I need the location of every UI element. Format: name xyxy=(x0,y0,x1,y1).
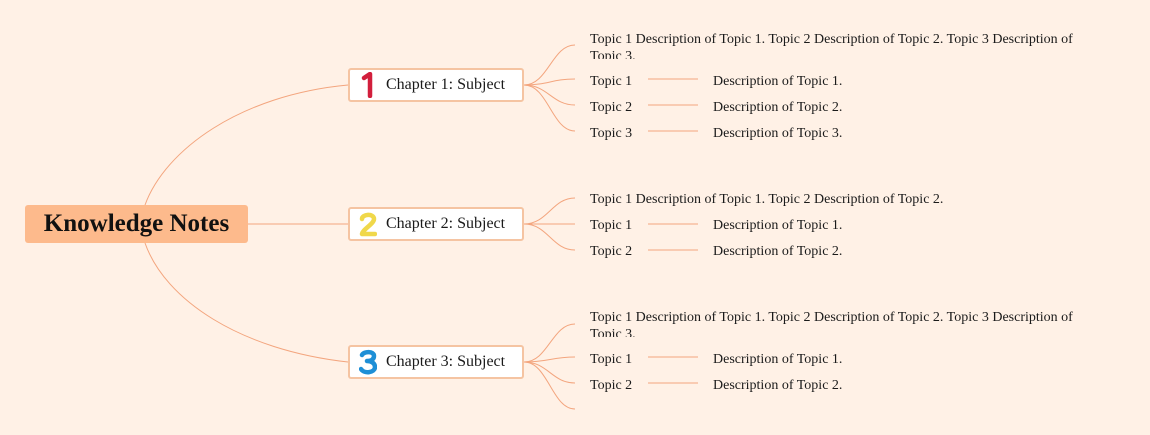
chapter-1-summary[interactable]: Topic 1 Description of Topic 1. Topic 2 … xyxy=(590,32,1073,59)
chapter-1-topic-1[interactable]: Topic 1 xyxy=(590,74,633,89)
root-to-chapter-1-line xyxy=(144,84,349,206)
chapter-3-branch-empty xyxy=(523,361,576,410)
chapter-1-topic-1-description[interactable]: Description of Topic 1. xyxy=(713,74,843,89)
chapter-1-topic-3-description[interactable]: Description of Topic 3. xyxy=(713,126,843,141)
number-3-icon xyxy=(350,349,386,375)
chapter-3-branch-topic-2 xyxy=(523,361,576,384)
chapter-label: Chapter 2: Subject xyxy=(386,215,506,232)
chapter-node-2[interactable]: Chapter 2: Subject xyxy=(348,207,524,241)
root-title: Knowledge Notes xyxy=(43,210,230,237)
chapter-1-branch-topic-3 xyxy=(523,84,576,132)
chapter-3-summary[interactable]: Topic 1 Description of Topic 1. Topic 2 … xyxy=(590,310,1073,337)
chapter-3-topic-1[interactable]: Topic 1 xyxy=(590,352,633,367)
chapter-2-summary[interactable]: Topic 1 Description of Topic 1. Topic 2 … xyxy=(590,192,944,207)
chapter-node-1[interactable]: Chapter 1: Subject xyxy=(348,68,524,102)
chapter-node-3[interactable]: Chapter 3: Subject xyxy=(348,345,524,379)
root-to-chapter-3-line xyxy=(144,242,349,363)
chapter-1-topic-2[interactable]: Topic 2 xyxy=(590,100,633,115)
chapter-1-branch-topic-1 xyxy=(523,78,576,86)
chapter-2-topic-1-description[interactable]: Description of Topic 1. xyxy=(713,218,843,233)
chapter-1-branch-summary xyxy=(523,44,576,86)
root-node[interactable]: Knowledge Notes xyxy=(25,205,248,243)
chapter-3-topic-2-description[interactable]: Description of Topic 2. xyxy=(713,378,843,393)
number-1-icon xyxy=(350,72,386,98)
chapter-label: Chapter 1: Subject xyxy=(386,76,506,93)
chapter-2-topic-2-description[interactable]: Description of Topic 2. xyxy=(713,244,843,259)
chapter-1-branch-topic-2 xyxy=(523,84,576,106)
chapter-3-topic-1-description[interactable]: Description of Topic 1. xyxy=(713,352,843,367)
chapter-3-branch-summary xyxy=(523,323,576,363)
chapter-2-topic-2[interactable]: Topic 2 xyxy=(590,244,633,259)
chapter-2-branch-topic-2 xyxy=(523,223,576,251)
chapter-1-topic-2-description[interactable]: Description of Topic 2. xyxy=(713,100,843,115)
chapter-3-branch-topic-1 xyxy=(523,356,576,363)
chapter-2-branch-summary xyxy=(523,197,576,225)
chapter-1-topic-3[interactable]: Topic 3 xyxy=(590,126,633,141)
chapter-3-topic-2[interactable]: Topic 2 xyxy=(590,378,633,393)
number-2-icon xyxy=(350,211,386,237)
chapter-2-topic-1[interactable]: Topic 1 xyxy=(590,218,633,233)
chapter-label: Chapter 3: Subject xyxy=(386,353,506,370)
